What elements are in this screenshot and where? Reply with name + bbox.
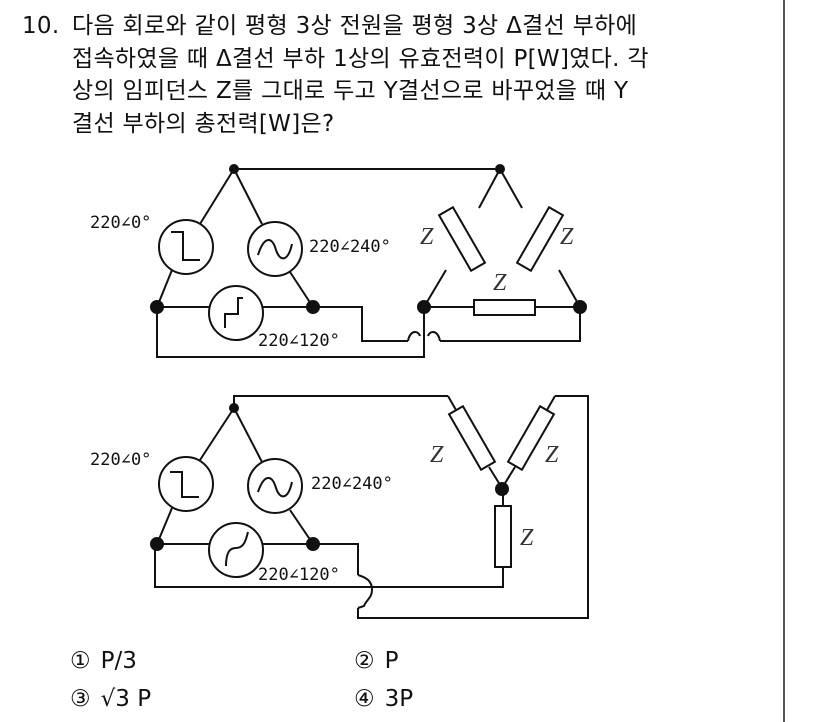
impedance-label: Z — [560, 224, 574, 250]
ac-source-icon — [208, 522, 264, 578]
source-label-v2: 220∠240° — [311, 474, 393, 494]
ac-source-icon — [247, 458, 303, 514]
resistor-icon — [447, 404, 497, 472]
source-label-v3: 220∠120° — [258, 331, 340, 351]
resistor-icon — [494, 505, 512, 568]
choice-text: 3P — [384, 686, 414, 712]
source-label-v1: 220∠0° — [90, 213, 151, 233]
question-block: 10. 다음 회로와 같이 평형 3상 전원을 평형 3상 Δ결선 부하에 접속하… — [22, 10, 782, 140]
source-label-v1: 220∠0° — [90, 450, 151, 470]
question-text-1: 다음 회로와 같이 평형 3상 전원을 평형 3상 Δ결선 부하에 — [72, 13, 638, 39]
ac-source-icon — [158, 456, 214, 512]
choice-text: √3 P — [100, 686, 152, 712]
impedance-label: Z — [493, 270, 507, 296]
question-line-3: 상의 임피던스 Z를 그대로 두고 Y결선으로 바꾸었을 때 Y — [72, 78, 629, 104]
source-label-v2: 220∠240° — [309, 237, 391, 257]
impedance-label: Z — [545, 442, 559, 468]
choice-marker: ③ — [70, 686, 91, 712]
ac-source-icon — [158, 219, 214, 275]
choice-text: P/3 — [100, 648, 137, 674]
delta-connection-wires — [156, 168, 581, 358]
impedance-label: Z — [430, 442, 444, 468]
question-line-4: 결선 부하의 총전력[W]은? — [72, 110, 335, 137]
choice-3[interactable]: ③ √3 P — [70, 686, 151, 712]
question-number: 10. — [22, 13, 60, 39]
choice-marker: ① — [70, 648, 91, 674]
impedance-label: Z — [520, 525, 534, 551]
resistor-icon — [473, 299, 536, 316]
question-line-1: 10. 다음 회로와 같이 평형 3상 전원을 평형 3상 Δ결선 부하에 — [22, 10, 782, 43]
ac-source-icon — [247, 221, 303, 277]
choice-text: P — [384, 648, 399, 674]
delta-load — [417, 164, 587, 316]
choice-4[interactable]: ④ 3P — [354, 686, 413, 712]
resistor-icon — [437, 205, 487, 273]
wye-connection-wires — [154, 395, 589, 619]
choice-1[interactable]: ① P/3 — [70, 648, 137, 674]
wye-load — [447, 395, 556, 568]
choice-marker: ② — [354, 648, 375, 674]
resistor-icon — [506, 404, 556, 472]
question-line-2: 접속하였을 때 Δ결선 부하 1상의 유효전력이 P[W]였다. 각 — [72, 45, 649, 72]
delta-source — [150, 164, 320, 341]
page-border-line — [783, 0, 785, 722]
ac-source-icon — [208, 285, 264, 341]
source-label-v3: 220∠120° — [258, 565, 340, 585]
choice-marker: ④ — [354, 686, 375, 712]
wye-source — [150, 403, 320, 578]
impedance-label: Z — [420, 224, 434, 250]
resistor-icon — [515, 205, 565, 273]
